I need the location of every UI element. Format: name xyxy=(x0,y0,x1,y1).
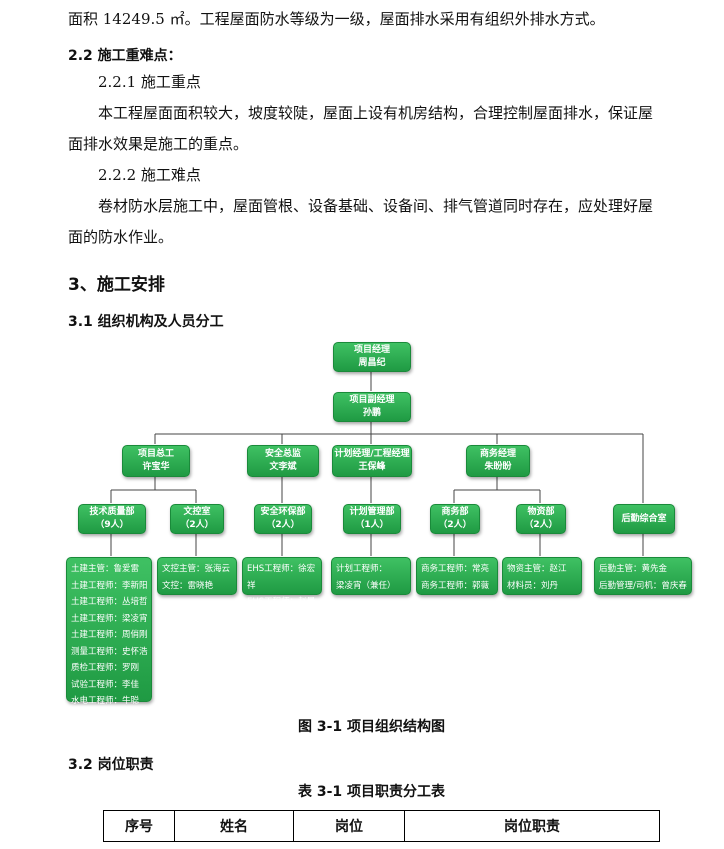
node-title: 计划经理/工程经理 xyxy=(334,449,410,459)
org-dept-logistics: 后勤综合室 xyxy=(613,504,675,534)
dept-title: 计划管理部 xyxy=(349,507,395,517)
staff-entry: 土建主管：鲁爱雷 xyxy=(71,564,140,574)
org-node-plan-manager: 计划经理/工程经理王保峰 xyxy=(332,445,412,477)
dept-count: （2人） xyxy=(266,520,300,530)
table-header-cell: 岗位职责 xyxy=(404,810,660,842)
table-header-row: 序号 姓名 岗位 岗位职责 xyxy=(103,810,660,842)
staff-entry: 计划工程师： xyxy=(336,564,388,574)
dept-title: 文控室 xyxy=(183,507,211,517)
node-name: 文李斌 xyxy=(269,462,297,472)
figure-caption: 图 3-1 项目组织结构图 xyxy=(298,719,446,735)
org-node-safety-director: 安全总监文李斌 xyxy=(247,445,319,477)
staff-entry: 材料员：刘丹 xyxy=(507,580,559,591)
subheading-2-2-1: 2.2.1 施工重点 xyxy=(98,73,201,91)
table-caption: 表 3-1 项目职责分工表 xyxy=(298,784,446,800)
node-name: 朱盼盼 xyxy=(484,462,512,472)
node-name: 孙鹏 xyxy=(362,408,381,418)
staff-entry: 土建工程师：梁凌宵 xyxy=(71,613,148,624)
staff-entry: 商务工程师：郭薇 xyxy=(421,580,490,591)
section-heading-2-2: 2.2 施工重难点： xyxy=(68,48,182,64)
staff-entry: 试验工程师：李佳 xyxy=(71,679,140,690)
dept-count: （2人） xyxy=(524,520,558,530)
org-node-deputy-manager: 项目副经理孙鹏 xyxy=(333,392,411,422)
table-header-cell: 序号 xyxy=(103,810,175,842)
node-title: 项目副经理 xyxy=(349,395,395,405)
staff-list-document-control: 文控主管：张海云 文控：雷晓艳 xyxy=(157,557,237,595)
node-name: 许宝华 xyxy=(142,462,170,472)
paragraph-line: 面排水效果是施工的重点。 xyxy=(68,135,249,153)
org-node-chief-engineer: 项目总工许宝华 xyxy=(122,445,190,477)
staff-entry: 后勤管理/司机：曾庆春 xyxy=(599,580,687,591)
staff-entry: 商务工程师：常亮 xyxy=(421,564,490,574)
dept-count: （1人） xyxy=(355,520,389,530)
staff-list-business: 商务工程师：常亮 商务工程师：郭薇 xyxy=(416,557,498,595)
dept-count: （2人） xyxy=(438,520,472,530)
section-heading-3-2: 3.2 岗位职责 xyxy=(68,757,154,773)
staff-list-ehs: EHS工程师：徐宏祥 EHS工程师：赵晨阳 xyxy=(242,557,322,624)
paragraph-line: 卷材防水层施工中，屋面管根、设备基础、设备间、排气管道同时存在，应处理好屋 xyxy=(98,197,654,215)
org-dept-tech-quality: 技术质量部 （9人） xyxy=(78,504,146,534)
node-title: 商务经理 xyxy=(479,449,516,459)
subheading-2-2-2: 2.2.2 施工难点 xyxy=(98,166,201,184)
org-dept-materials: 物资部 （2人） xyxy=(516,504,566,534)
node-name: 周昌纪 xyxy=(358,358,386,368)
dept-title: 安全环保部 xyxy=(260,507,306,517)
staff-entry: 土建工程师：李新阳 xyxy=(71,580,148,591)
responsibility-table: 序号 姓名 岗位 岗位职责 xyxy=(103,810,660,842)
section-heading-3-1: 3.1 组织机构及人员分工 xyxy=(68,314,224,330)
section-heading-3: 3、施工安排 xyxy=(68,275,165,295)
staff-entry: EHS工程师：徐宏祥 xyxy=(247,564,316,591)
dept-title: 物资部 xyxy=(527,507,555,517)
org-node-project-manager: 项目经理周昌纪 xyxy=(333,342,411,372)
org-dept-document-control: 文控室 （2人） xyxy=(170,504,224,534)
staff-entry: 梁凌宵（兼任） xyxy=(336,580,396,591)
paragraph-line: 面积 14249.5 ㎡。工程屋面防水等级为一级，屋面排水采用有组织外排水方式。 xyxy=(68,10,605,28)
staff-entry: 文控：雷晓艳 xyxy=(162,580,214,591)
dept-count: （2人） xyxy=(180,520,214,530)
dept-count: （9人） xyxy=(95,520,129,530)
staff-entry: 后勤主管：黄先金 xyxy=(599,564,668,574)
staff-entry: 土建工程师：丛培哲 xyxy=(71,597,148,607)
staff-entry: 文控主管：张海云 xyxy=(162,564,231,574)
staff-entry: EHS工程师：赵晨阳 xyxy=(247,597,316,624)
node-title: 项目经理 xyxy=(353,345,390,355)
staff-entry: 质检工程师：罗刚 xyxy=(71,663,140,673)
dept-title: 商务部 xyxy=(441,507,469,517)
org-dept-business: 商务部 （2人） xyxy=(430,504,480,534)
staff-entry: 土建工程师：周俏刚 xyxy=(71,630,148,640)
node-title: 项目总工 xyxy=(137,449,174,459)
staff-entry: 水电工程师：牛聪 xyxy=(71,696,140,706)
staff-entry: 测量工程师：史怀浩 xyxy=(71,646,148,657)
dept-title: 后勤综合室 xyxy=(621,513,667,524)
table-header-cell: 姓名 xyxy=(174,810,294,842)
staff-list-materials: 物资主管：赵江 材料员：刘丹 xyxy=(502,557,582,595)
paragraph-line: 本工程屋面面积较大，坡度较陡，屋面上设有机房结构，合理控制屋面排水，保证屋 xyxy=(98,104,654,122)
staff-list-logistics: 后勤主管：黄先金 后勤管理/司机：曾庆春 xyxy=(594,557,692,595)
node-title: 安全总监 xyxy=(264,449,301,459)
staff-entry: 物资主管：赵江 xyxy=(507,564,567,574)
org-dept-planning: 计划管理部 （1人） xyxy=(343,504,401,534)
org-dept-ehs: 安全环保部 （2人） xyxy=(254,504,312,534)
staff-list-planning: 计划工程师： 梁凌宵（兼任） xyxy=(331,557,411,595)
node-name: 王保峰 xyxy=(358,462,386,472)
table-header-cell: 岗位 xyxy=(293,810,405,842)
dept-title: 技术质量部 xyxy=(89,507,135,517)
paragraph-line: 面的防水作业。 xyxy=(68,228,174,246)
staff-list-tech-quality: 土建主管：鲁爱雷 土建工程师：李新阳 土建工程师：丛培哲 土建工程师：梁凌宵 土… xyxy=(66,557,152,706)
org-node-business-manager: 商务经理朱盼盼 xyxy=(466,445,530,477)
